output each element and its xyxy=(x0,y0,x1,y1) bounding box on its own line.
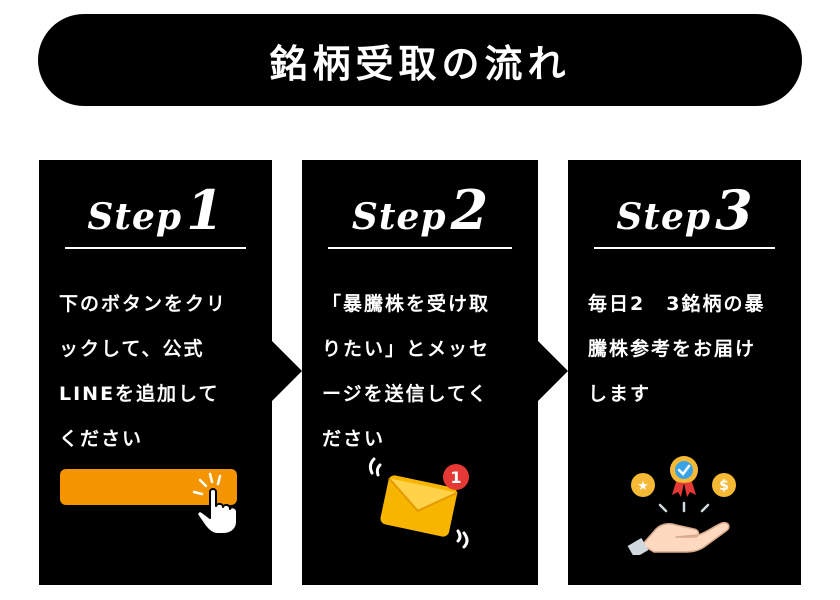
step-description-3: 毎日2 3銘柄の暴 騰株参考をお届け します xyxy=(588,293,766,405)
step-card-3: Step3 毎日2 3銘柄の暴 騰株参考をお届け します xyxy=(568,160,801,585)
step-card-2: Step2 「暴騰株を受け取 りたい」とメッセ ージを送信してく ださい xyxy=(302,160,538,585)
add-line-button[interactable] xyxy=(60,469,237,505)
step-description-2: 「暴騰株を受け取 りたい」とメッセ ージを送信してく ださい xyxy=(322,293,491,450)
step-divider xyxy=(328,247,512,249)
page-title: 銘柄受取の流れ xyxy=(269,41,571,86)
arrow-right-icon xyxy=(272,341,302,401)
step-number: 3 xyxy=(715,178,753,242)
hand-with-coins-icon: ★ $ xyxy=(627,456,736,555)
step-divider xyxy=(65,247,246,249)
pointing-hand-icon xyxy=(192,472,238,535)
step-word: Step xyxy=(351,196,447,238)
arrow-right-icon xyxy=(538,341,568,401)
step-card-1: Step1 下のボタンをクリ ックして、公式 LINEを追加して ください xyxy=(39,160,272,585)
step-word: Step xyxy=(87,196,183,238)
step-heading-3: Step3 xyxy=(568,178,801,242)
envelope-notification-icon: 1 xyxy=(368,457,469,549)
step-heading-2: Step2 xyxy=(302,178,538,242)
step-number: 2 xyxy=(450,178,489,242)
title-banner: 銘柄受取の流れ xyxy=(38,14,802,106)
step-divider xyxy=(594,247,775,249)
step-number: 1 xyxy=(186,178,224,242)
svg-text:$: $ xyxy=(719,478,729,494)
notification-badge-count: 1 xyxy=(450,468,461,487)
step-description-1: 下のボタンをクリ ックして、公式 LINEを追加して ください xyxy=(59,293,228,450)
svg-text:★: ★ xyxy=(637,479,649,494)
step-heading-1: Step1 xyxy=(39,178,272,242)
step-word: Step xyxy=(616,196,712,238)
